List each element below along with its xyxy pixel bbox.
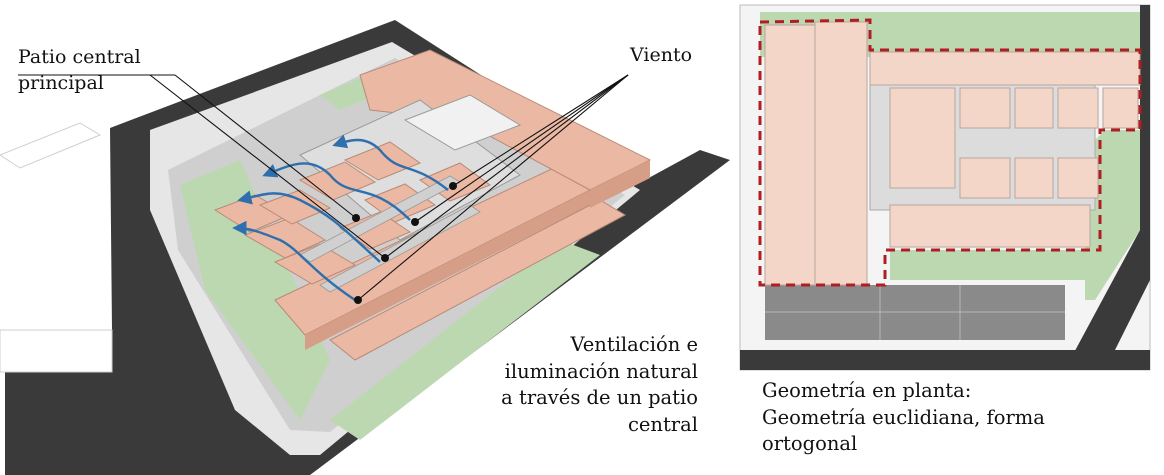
geometry-caption: Geometría en planta: Geometría euclidian…	[762, 378, 1045, 458]
plan-road-south	[740, 350, 1150, 370]
axonometric-view	[0, 20, 730, 475]
plan-view	[739, 4, 1151, 371]
plan-buildings	[764, 21, 1141, 286]
building-east-block	[329, 199, 627, 361]
patio-label-line: Patio central	[18, 46, 141, 68]
plan-outline	[758, 18, 1142, 287]
wind-arrows	[232, 134, 449, 301]
caption-line: iluminación natural	[504, 359, 698, 383]
wind-label: Viento	[630, 42, 692, 68]
caption-line: Geometría en planta:	[762, 379, 972, 402]
patio-label-line: principal	[18, 72, 104, 94]
caption-line: a través de un patio	[501, 386, 698, 409]
leader-dots	[352, 182, 457, 304]
ventilation-caption: Ventilación e iluminación natural a trav…	[488, 332, 698, 438]
wind-label-text: Viento	[630, 44, 693, 66]
wind-arrow	[232, 220, 356, 301]
green-area-west	[180, 160, 330, 420]
wind-arrow	[332, 134, 449, 191]
lower-road	[0, 329, 113, 373]
green-area-south	[330, 240, 600, 440]
side-road	[0, 122, 102, 169]
plan-road-east	[1070, 5, 1150, 360]
caption-line: ortogonal	[762, 432, 858, 455]
wind-arrow	[262, 162, 411, 221]
caption-line: Ventilación e	[570, 333, 698, 356]
caption-line: central	[627, 412, 698, 436]
caption-line: Geometría euclidiana, forma	[762, 405, 1045, 429]
leader-lines	[18, 74, 629, 301]
patio-central-label: Patio central principal	[18, 44, 141, 96]
wind-arrow	[237, 190, 381, 263]
plan-green-bottom	[890, 250, 1085, 280]
